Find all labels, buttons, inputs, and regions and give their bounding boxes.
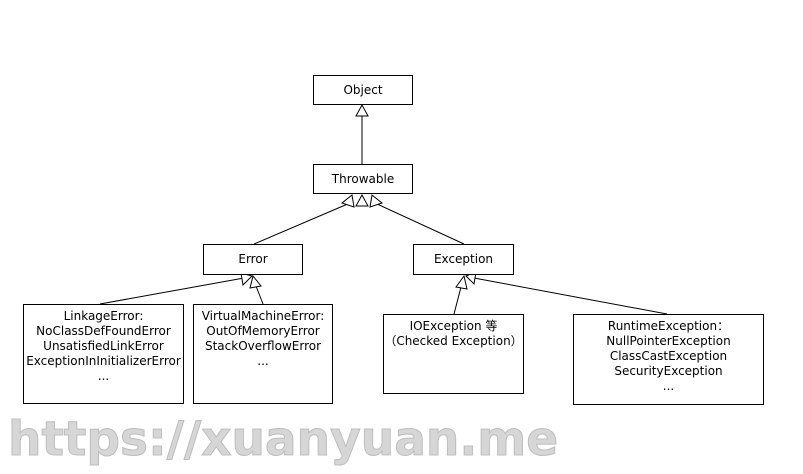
node-io-line: （Checked Exception） xyxy=(384,334,523,348)
watermark: https://xuanyuan.me xyxy=(7,412,559,468)
node-runtime-line: ... xyxy=(662,379,675,393)
node-virtual-machine-error: VirtualMachineError: OutOfMemoryError St… xyxy=(193,304,333,404)
edge-io-exception xyxy=(453,286,462,315)
node-error-label: Error xyxy=(238,252,268,266)
arrowhead-error-right xyxy=(249,274,262,289)
node-runtime-line: SecurityException xyxy=(614,364,723,378)
node-runtime-exception: RuntimeException： NullPointerException C… xyxy=(573,314,764,405)
node-io-line: IOException 等 xyxy=(409,319,498,333)
edge-vm-error xyxy=(255,285,264,305)
node-linkage-line: ExceptionInInitializerError xyxy=(26,354,181,368)
arrowhead-exception-left xyxy=(455,274,468,290)
node-linkage-line: NoClassDefFoundError xyxy=(36,324,171,338)
arrowhead-throwable-right xyxy=(369,194,384,208)
node-io-exception: IOException 等 （Checked Exception） xyxy=(383,314,524,394)
node-runtime-line: NullPointerException xyxy=(606,334,731,348)
node-exception: Exception xyxy=(413,244,514,275)
node-runtime-line: ClassCastException xyxy=(609,349,728,363)
node-object-label: Object xyxy=(343,82,383,97)
node-vm-line: StackOverflowError xyxy=(204,339,322,353)
edge-exception-throwable xyxy=(374,202,465,245)
arrowhead-throwable-mid xyxy=(355,193,369,207)
node-vm-line: VirtualMachineError: xyxy=(201,309,325,323)
arrowhead-throwable-left xyxy=(340,194,355,208)
node-linkage-line: LinkageError: xyxy=(63,309,144,323)
edge-error-throwable xyxy=(253,202,351,245)
node-error: Error xyxy=(203,244,303,275)
node-linkage-error: LinkageError: NoClassDefFoundError Unsat… xyxy=(23,304,184,404)
edge-runtime-exception xyxy=(473,277,668,315)
node-exception-label: Exception xyxy=(433,252,494,266)
arrowhead-object xyxy=(355,103,369,117)
node-throwable: Throwable xyxy=(313,164,413,194)
node-vm-line: ... xyxy=(257,354,269,368)
node-vm-line: OutOfMemoryError xyxy=(206,324,320,338)
node-runtime-line: RuntimeException： xyxy=(607,319,730,333)
node-throwable-label: Throwable xyxy=(331,171,395,186)
node-object: Object xyxy=(313,75,413,105)
node-linkage-line: ... xyxy=(97,369,110,383)
edge-linkage-error xyxy=(99,277,245,305)
node-linkage-line: UnsatisfiedLinkError xyxy=(43,339,164,353)
